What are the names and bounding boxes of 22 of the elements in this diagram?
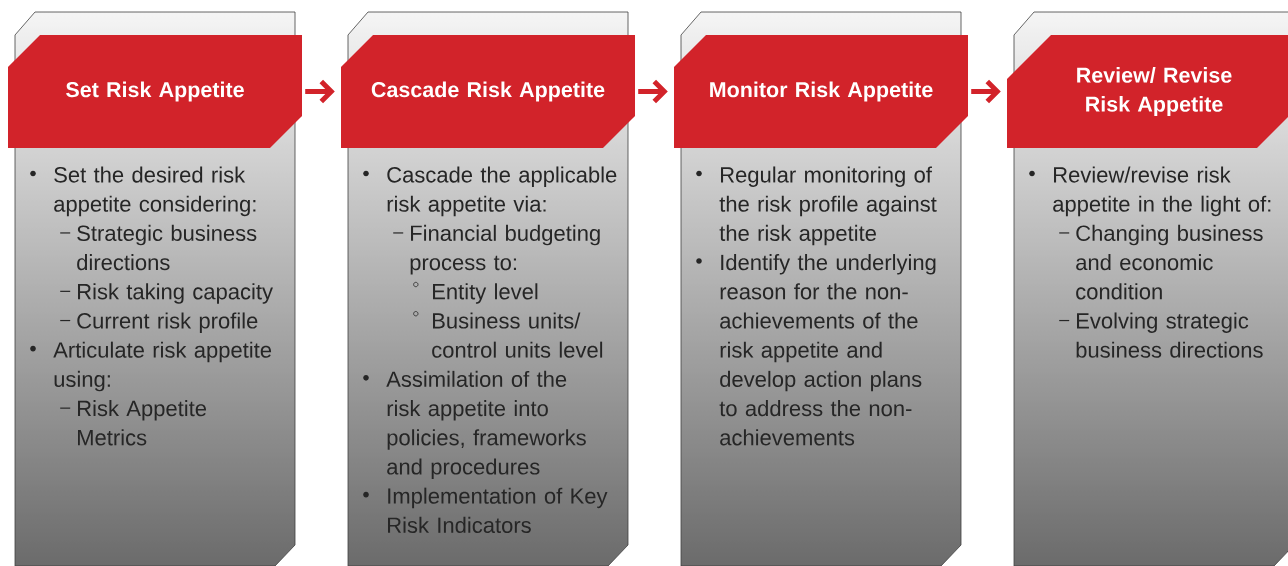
list-item: Cascade the applicable risk appetite via:: [363, 166, 617, 217]
list-item: Strategic business directions: [59, 224, 257, 271]
list-item: Set the desired risk appetite considering:: [30, 166, 256, 217]
arrow: [971, 79, 1001, 104]
list-item: Assimilation of the risk appetite into policies, frameworks and procedures: [363, 370, 586, 479]
header-banner: Review/ Revise Risk Appetite: [1007, 35, 1288, 148]
list-item: Current risk profile: [59, 312, 258, 333]
list-item: Business units/ control units level: [413, 311, 603, 358]
list-item: Risk Appetite Metrics: [59, 400, 207, 446]
content-panel: [1013, 11, 1288, 566]
list-item: Entity level: [413, 281, 538, 304]
list-item: Financial budgeting process to:: [392, 224, 600, 275]
list-item: Regular monitoring of the risk profile against the risk appetite: [696, 166, 937, 246]
list-item: Identify the underlying reason for the non-achievements of the risk appetite and develop action plans to address the non-achievements: [696, 254, 936, 446]
arrow: [305, 79, 335, 104]
list-item: Implementation of Key Risk Indicators: [363, 487, 608, 533]
list-item: Changing business and economic condition: [1058, 224, 1263, 300]
list-item: Evolving strategic business directions: [1058, 312, 1263, 358]
list-item: Articulate risk appetite using:: [30, 341, 272, 392]
list-item: Risk taking capacity: [59, 283, 273, 304]
arrow: [638, 79, 668, 104]
list-item: Review/revise risk appetite in the light of:: [1029, 166, 1271, 217]
